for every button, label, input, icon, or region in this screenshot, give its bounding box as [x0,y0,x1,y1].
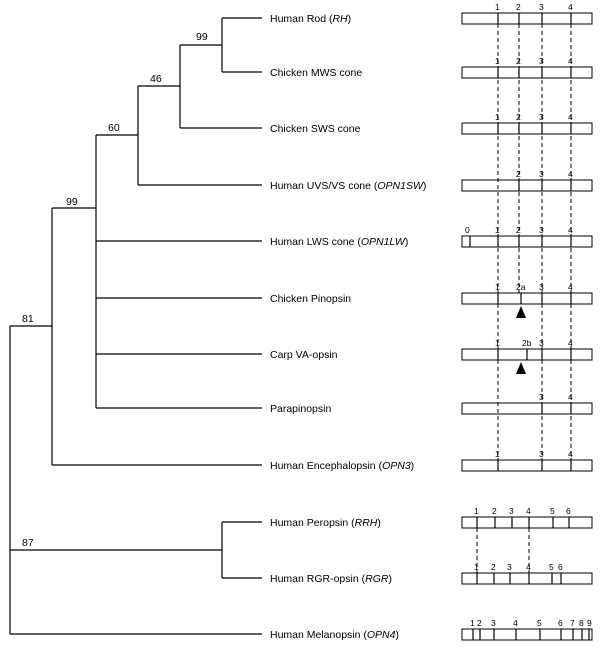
gene-box-lws [461,235,593,248]
gene-box-rod [461,12,593,25]
bootstrap-rod-mws: 99 [196,31,208,43]
intron-label: 2a [516,282,526,292]
taxon-label-carp-va-opsin: Carp VA-opsin [270,349,338,361]
taxon-label-human-encephalopsin: Human Encephalopsin (OPN3) [270,460,414,472]
intron-label: 3 [539,392,544,402]
taxon-labels: Human Rod (RH) Chicken MWS cone Chicken … [270,13,426,641]
intron-label: 1 [495,282,500,292]
intron-label: 0 [465,225,470,235]
gene-box-parapinopsin [461,402,593,415]
gene-box-melanopsin [461,628,593,641]
intron-label: 3 [507,562,512,572]
bootstrap-uvs: 60 [108,122,120,134]
intron-label: 2b [522,338,532,348]
intron-label: 2 [492,506,497,516]
gene-box-sws [461,122,593,135]
intron-label: 3 [539,2,544,12]
intron-label: 9 [587,618,592,628]
intron-label: 5 [537,618,542,628]
gene-structure-boxes [461,12,593,641]
intron-shift-arrow [516,306,526,318]
gene-box-rgr-opsin [461,572,593,585]
gene-box-peropsin [461,516,593,529]
taxon-label-human-lws: Human LWS cone (OPN1LW) [270,236,408,248]
intron-label: 4 [568,225,573,235]
intron-label: 1 [495,225,500,235]
intron-label: 1 [495,56,500,66]
taxon-label-human-rgr-opsin: Human RGR-opsin (RGR) [270,573,392,585]
intron-label: 4 [526,506,531,516]
intron-label: 3 [539,282,544,292]
gene-box-mws [461,66,593,79]
intron-label: 4 [568,2,573,12]
intron-label: 1 [474,506,479,516]
intron-label: 4 [568,449,573,459]
gene-box-pinopsin [461,292,593,305]
taxon-label-chicken-pinopsin: Chicken Pinopsin [270,293,351,305]
taxon-label-chicken-mws: Chicken MWS cone [270,67,362,79]
bootstrap-polytomy: 99 [66,196,78,208]
intron-label: 3 [491,618,496,628]
intron-label: 4 [568,169,573,179]
intron-label: 4 [568,56,573,66]
intron-label: 5 [550,506,555,516]
intron-label: 2 [516,169,521,179]
bootstrap-peropsin-rgr: 87 [22,537,34,549]
intron-label: 1 [470,618,475,628]
intron-label: 3 [509,506,514,516]
intron-label: 1 [495,449,500,459]
intron-label: 1 [495,112,500,122]
intron-shift-arrow [516,362,526,374]
intron-label: 3 [539,449,544,459]
taxon-label-human-uvs: Human UVS/VS cone (OPN1SW) [270,180,426,192]
intron-label: 6 [558,618,563,628]
intron-label: 4 [568,338,573,348]
intron-label: 3 [539,112,544,122]
intron-label: 4 [513,618,518,628]
intron-label: 6 [566,506,571,516]
intron-label: 1 [495,338,500,348]
intron-label: 2 [491,562,496,572]
taxon-label-human-peropsin: Human Peropsin (RRH) [270,517,381,529]
intron-label: 7 [570,618,575,628]
intron-label: 2 [516,112,521,122]
taxon-label-parapinopsin: Parapinopsin [270,403,331,415]
intron-label: 1 [495,2,500,12]
intron-label: 2 [516,225,521,235]
gene-box-uvs [461,179,593,192]
intron-label: 8 [579,618,584,628]
intron-label: 5 [549,562,554,572]
bootstrap-sws: 46 [150,73,162,85]
intron-label: 4 [568,282,573,292]
intron-label: 1 [474,562,479,572]
bootstrap-values: 99 46 60 99 81 87 [22,31,208,549]
bootstrap-encephalopsin: 81 [22,313,34,325]
taxon-label-human-melanopsin: Human Melanopsin (OPN4) [270,629,399,641]
taxon-label-human-rod: Human Rod (RH) [270,13,351,25]
intron-label: 2 [516,56,521,66]
intron-positions: 1 2 3 4 1 2 3 4 1 2 3 4 2 3 4 0 1 2 3 4 … [465,2,592,640]
intron-label: 2 [516,2,521,12]
intron-label: 4 [568,112,573,122]
intron-label: 3 [539,56,544,66]
intron-label: 3 [539,169,544,179]
intron-label: 4 [526,562,531,572]
taxon-label-chicken-sws: Chicken SWS cone [270,123,361,135]
intron-label: 3 [539,338,544,348]
intron-label: 6 [558,562,563,572]
intron-label: 3 [539,225,544,235]
intron-label: 4 [568,392,573,402]
tree-branches [9,17,262,635]
gene-box-encephalopsin [461,459,593,472]
intron-label: 2 [477,618,482,628]
